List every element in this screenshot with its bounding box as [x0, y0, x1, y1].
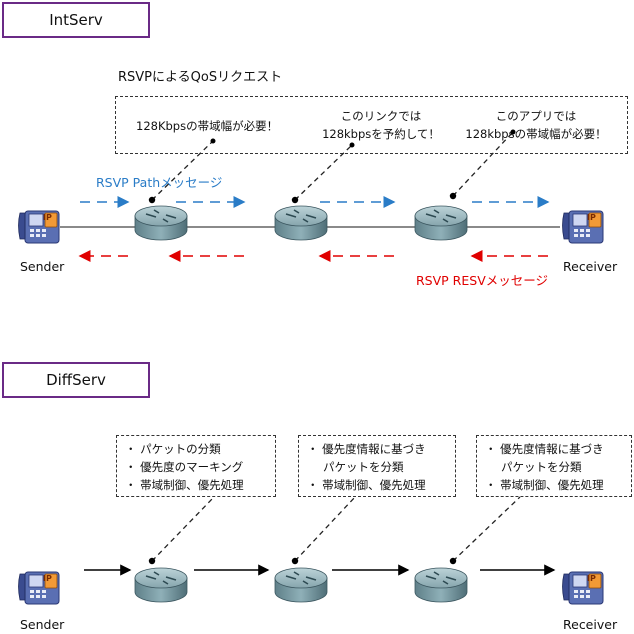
- intserv-callout-3-line1: このアプリでは: [495, 109, 577, 123]
- diffserv-title: DiffServ: [2, 362, 150, 398]
- diffserv-callout-2-item-2: パケットを分類: [323, 460, 404, 474]
- intserv-router-3-icon: [414, 205, 468, 241]
- intserv-receiver-ip-phone-icon: [562, 210, 604, 244]
- diffserv-sender-label: Sender: [20, 617, 65, 632]
- diffserv-callout-2-item-1: ・ 優先度情報に基づき: [307, 442, 426, 456]
- diffserv-anchor-dots: [148, 557, 457, 565]
- intserv-callout-3-line2: 128kbpsの帯域幅が必要！: [465, 127, 607, 141]
- intserv-callout-box: 128Kbpsの帯域幅が必要！ このリンクでは 128kbpsを予約して！ この…: [115, 96, 628, 154]
- diffserv-router-2-icon: [274, 567, 328, 603]
- diffserv-receiver-label: Receiver: [563, 617, 618, 632]
- intserv-callout-leaders: [151, 131, 514, 201]
- intserv-title: IntServ: [2, 2, 150, 38]
- diffserv-title-text: DiffServ: [46, 371, 106, 389]
- diffserv-receiver-ip-phone-icon: [562, 571, 604, 605]
- rsvp-path-label: RSVP Pathメッセージ: [96, 175, 223, 190]
- intserv-callout-2: このリンクでは 128kbpsを予約して！: [321, 107, 441, 143]
- intserv-callout-2-line1: このリンクでは: [340, 109, 422, 123]
- diffserv-callout-2: ・ 優先度情報に基づき パケットを分類 ・ 帯域制御、優先処理: [298, 435, 456, 497]
- diffserv-callout-3-item-3: ・ 帯域制御、優先処理: [485, 478, 604, 492]
- intserv-router-2-icon: [274, 205, 328, 241]
- intserv-callout-1: 128Kbpsの帯域幅が必要！: [136, 119, 279, 133]
- rsvp-resv-label: RSVP RESVメッセージ: [416, 273, 549, 288]
- diffserv-callout-1: ・ パケットの分類 ・ 優先度のマーキング ・ 帯域制御、優先処理: [116, 435, 276, 497]
- intserv-router-1-icon: [134, 205, 188, 241]
- intserv-title-text: IntServ: [49, 11, 103, 29]
- intserv-callout-3: このアプリでは 128kbpsの帯域幅が必要！: [461, 107, 611, 143]
- intserv-receiver-badge: IP: [587, 213, 596, 222]
- intserv-callout-2-line2: 128kbpsを予約して！: [322, 127, 440, 141]
- diffserv-callout-1-item-3: ・ 帯域制御、優先処理: [125, 478, 244, 492]
- diffserv-callout-3: ・ 優先度情報に基づき パケットを分類 ・ 帯域制御、優先処理: [476, 435, 632, 497]
- diffserv-callout-2-item-3: ・ 帯域制御、優先処理: [307, 478, 426, 492]
- diffserv-sender-ip-phone-icon: [18, 571, 60, 605]
- diffserv-callout-1-item-2: ・ 優先度のマーキング: [125, 460, 244, 474]
- diffserv-callout-leaders: [151, 496, 521, 562]
- diffserv-callout-1-item-1: ・ パケットの分類: [125, 442, 221, 456]
- intserv-sender-label: Sender: [20, 259, 65, 274]
- intserv-sender-badge: IP: [43, 213, 52, 222]
- rsvp-header: RSVPによるQoSリクエスト: [118, 70, 283, 85]
- diffserv-callout-3-item-1: ・ 優先度情報に基づき: [485, 442, 604, 456]
- intserv-sender-ip-phone-icon: [18, 210, 60, 244]
- diffserv-router-1-icon: [134, 567, 188, 603]
- diffserv-router-3-icon: [414, 567, 468, 603]
- diffserv-receiver-badge: IP: [587, 574, 596, 583]
- diffserv-sender-badge: IP: [43, 574, 52, 583]
- intserv-receiver-label: Receiver: [563, 259, 618, 274]
- intserv-anchor-dots: [148, 129, 516, 204]
- diffserv-callout-3-item-2: パケットを分類: [501, 460, 582, 474]
